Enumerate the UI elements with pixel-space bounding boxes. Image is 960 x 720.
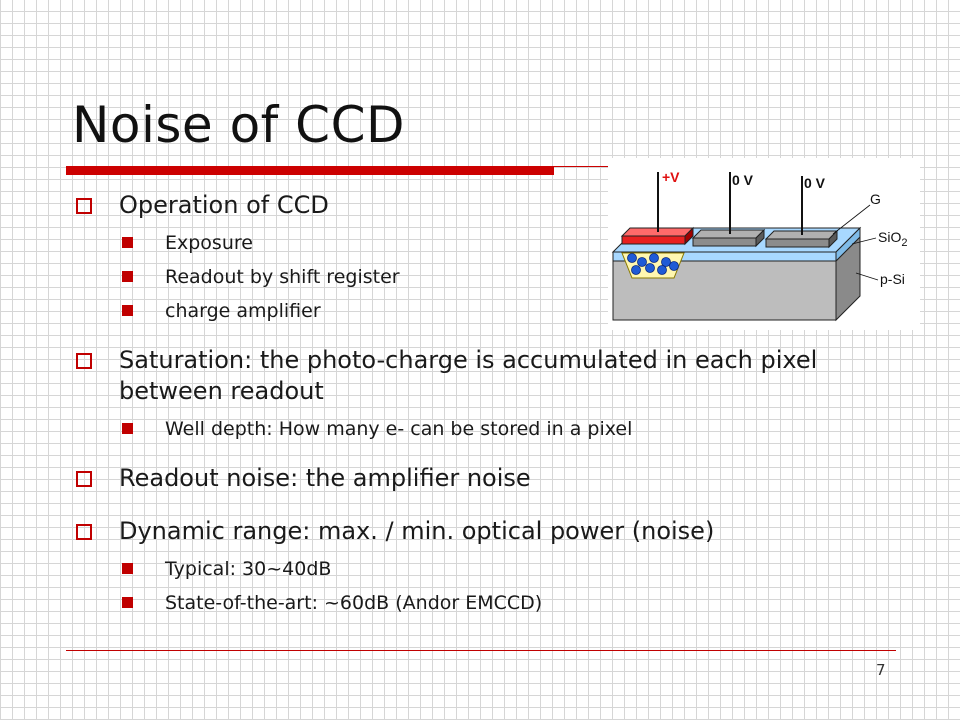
sub-bullet-amplifier: charge amplifier	[74, 299, 854, 323]
oxide-front-face	[612, 251, 837, 262]
ccd-cross-section-diagram: +V 0 V 0 V G SiO2 p-Si	[608, 158, 920, 330]
sub-bullet-text: charge amplifier	[165, 300, 321, 322]
electron-icon	[637, 257, 647, 267]
bullet-text: Saturation: the photo-charge is accumula…	[119, 346, 818, 405]
sub-bullet-typical: Typical: 30~40dB	[74, 557, 854, 581]
substrate-layer-label: p-Si	[880, 271, 905, 287]
filled-square-bullet-icon	[122, 563, 133, 574]
electron-icon	[649, 253, 659, 263]
electron-icon	[661, 257, 671, 267]
bullet-text: Dynamic range: max. / min. optical power…	[119, 517, 715, 545]
sub-bullet-text: Typical: 30~40dB	[165, 558, 332, 580]
bullet-operation: Operation of CCD	[74, 190, 854, 221]
bullet-saturation: Saturation: the photo-charge is accumula…	[74, 345, 854, 407]
title-underline	[66, 166, 554, 175]
sub-bullet-text: Exposure	[165, 232, 253, 254]
sub-bullet-text: State-of-the-art: ~60dB (Andor EMCCD)	[165, 592, 543, 614]
bullet-text: Operation of CCD	[119, 191, 329, 219]
gate-idle-1	[691, 228, 766, 248]
filled-square-bullet-icon	[122, 597, 133, 608]
slide-title: Noise of CCD	[72, 96, 406, 154]
hollow-square-bullet-icon	[76, 353, 92, 369]
electron-icon	[627, 253, 637, 263]
bullet-list: Operation of CCD Exposure Readout by shi…	[74, 190, 854, 615]
sub-bullet-readout: Readout by shift register	[74, 265, 854, 289]
sub-bullet-text: Readout by shift register	[165, 266, 400, 288]
filled-square-bullet-icon	[122, 423, 133, 434]
leader-line	[832, 204, 871, 235]
gate-voltage-label: 0 V	[804, 175, 826, 191]
electron-icon	[669, 261, 679, 271]
gate-layer-label: G	[870, 191, 881, 207]
bullet-dynamic-range: Dynamic range: max. / min. optical power…	[74, 516, 854, 547]
bullet-readout-noise: Readout noise: the amplifier noise	[74, 463, 854, 494]
sub-bullet-exposure: Exposure	[74, 231, 854, 255]
filled-square-bullet-icon	[122, 271, 133, 282]
oxide-label-subscript: 2	[901, 237, 907, 249]
sub-bullet-text: Well depth: How many e- can be stored in…	[165, 418, 633, 440]
hollow-square-bullet-icon	[76, 471, 92, 487]
oxide-label-main: SiO	[878, 229, 901, 245]
hollow-square-bullet-icon	[76, 198, 92, 214]
leader-line	[855, 272, 879, 281]
footer-line	[66, 650, 896, 651]
electron-icon	[645, 263, 655, 273]
filled-square-bullet-icon	[122, 305, 133, 316]
gate-voltage-label: 0 V	[732, 172, 754, 188]
sub-bullet-state-of-art: State-of-the-art: ~60dB (Andor EMCCD)	[74, 591, 854, 615]
title-underline-thin	[554, 166, 609, 167]
hollow-square-bullet-icon	[76, 524, 92, 540]
bullet-text: Readout noise: the amplifier noise	[119, 464, 531, 492]
oxide-layer-label: SiO2	[878, 229, 907, 249]
electron-group	[627, 253, 679, 275]
page-number: 7	[876, 661, 886, 679]
filled-square-bullet-icon	[122, 237, 133, 248]
leader-line	[851, 237, 877, 245]
electron-icon	[657, 265, 667, 275]
electron-icon	[631, 265, 641, 275]
sub-bullet-well-depth: Well depth: How many e- can be stored in…	[74, 417, 854, 441]
gate-voltage-label: +V	[662, 169, 680, 185]
